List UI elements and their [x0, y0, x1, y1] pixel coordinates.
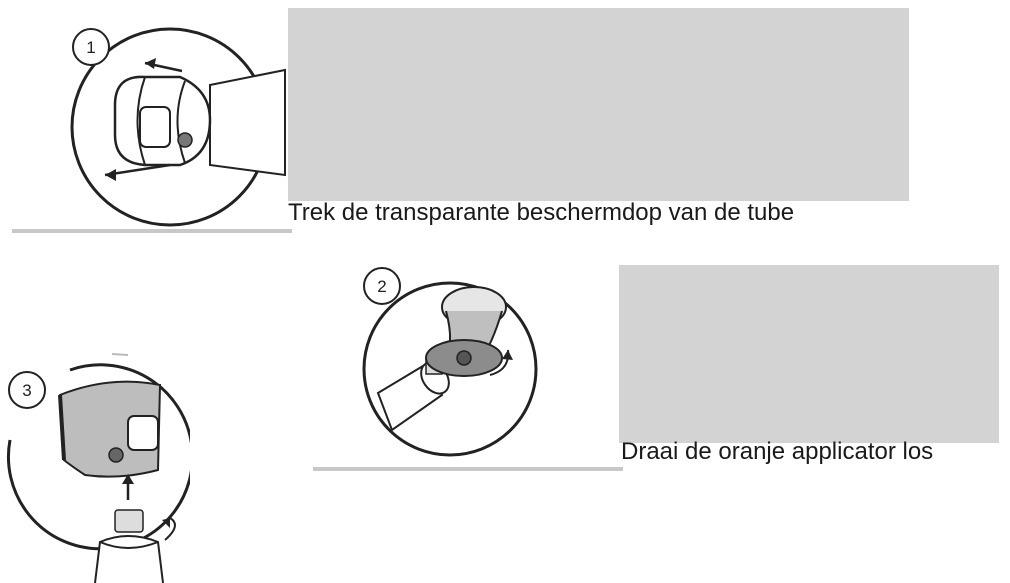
step-2-number-badge: 2	[364, 268, 400, 304]
step-1-illustration: 1	[60, 15, 290, 230]
step-2-caption: Draai de oranje applicator los	[621, 438, 933, 466]
step-2-divider	[313, 467, 623, 471]
step-2-illustration: 2	[350, 265, 545, 460]
step-1-image-placeholder	[288, 8, 909, 201]
step-1-caption: Trek de transparante beschermdop van de …	[288, 199, 794, 227]
step-3-number-badge: 3	[9, 372, 45, 408]
step-1-number-badge: 1	[73, 29, 109, 65]
step-3-illustration: 3	[0, 350, 190, 583]
step-2-number: 2	[377, 277, 386, 296]
step-2-image-placeholder	[619, 265, 999, 443]
step-3-number: 3	[22, 381, 31, 400]
step-1-number: 1	[86, 38, 95, 57]
